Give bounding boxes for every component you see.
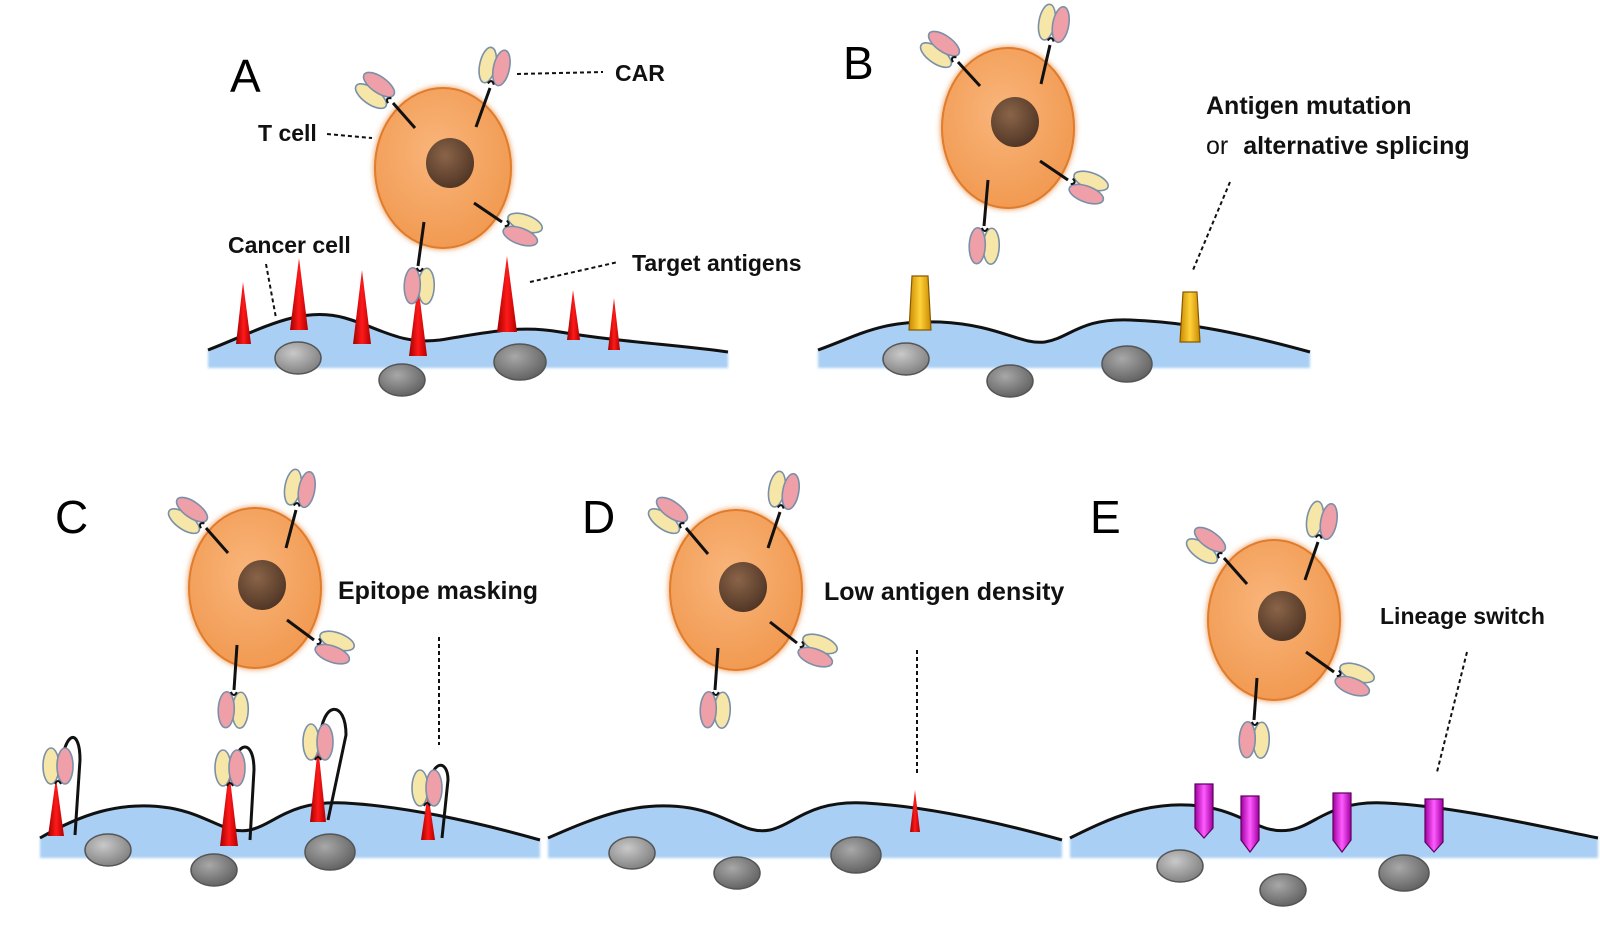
panel-e: E Lineage switch: [1069, 491, 1599, 907]
cancer-nucleus: [274, 341, 322, 375]
cancer-nucleus: [1156, 849, 1204, 883]
car-receptor-icon: [216, 690, 250, 730]
car-receptor-icon: [350, 66, 400, 114]
car-receptor-icon: [1331, 658, 1378, 701]
car-receptor-icon: [915, 25, 965, 73]
t-cell-icon: [1181, 499, 1378, 760]
cancer-cell-membrane: [207, 313, 729, 397]
masked-antigen: [302, 707, 348, 822]
alternative-splicing-label-line: or alternative splicing: [1206, 132, 1470, 160]
cancer-nucleus: [190, 853, 238, 887]
cancer-nucleus: [1101, 345, 1153, 383]
car-receptor-icon: [794, 629, 841, 672]
masked-antigen: [42, 736, 82, 836]
t-cell-icon: [643, 469, 841, 730]
antigen-spike-icon: [236, 282, 251, 344]
car-receptor-icon: [1065, 166, 1112, 209]
t-cell-icon: [350, 44, 546, 306]
t-cell-icon: [163, 467, 358, 730]
or-word: or: [1206, 132, 1228, 160]
mutated-antigen-icon: [908, 275, 932, 331]
lineage-antigen-icon: [1194, 783, 1214, 839]
cancer-nucleus: [882, 342, 930, 376]
car-label: CAR: [615, 60, 665, 86]
car-receptor-icon: [499, 208, 546, 251]
panel-c-letter: C: [55, 491, 88, 543]
cancer-nucleus: [378, 363, 426, 397]
mutated-antigen-icon: [1179, 291, 1201, 343]
antigen-mutation-label: Antigen mutation: [1206, 92, 1412, 120]
panel-e-letter: E: [1090, 491, 1121, 543]
t-cell-nucleus: [1258, 591, 1306, 641]
lineage-switch-label: Lineage switch: [1380, 603, 1545, 629]
t-cell-nucleus: [426, 138, 474, 188]
cancer-nucleus: [608, 836, 656, 870]
cancer-cell-membrane: [547, 801, 1063, 890]
car-receptor-icon: [764, 469, 803, 512]
masked-antigen: [411, 763, 450, 840]
antigen-spike-icon: [910, 790, 920, 832]
cancer-cell-membrane: [817, 318, 1311, 398]
panel-b-letter: B: [843, 37, 874, 89]
antigen-spike-icon: [567, 290, 580, 340]
t-cell-icon: [915, 2, 1112, 266]
cancer-nucleus: [1378, 854, 1430, 892]
car-receptor-icon: [475, 44, 514, 89]
lineage-antigen-icon: [1424, 798, 1444, 853]
t-cell-nucleus: [719, 562, 767, 612]
cancer-cell-label: Cancer cell: [228, 232, 351, 258]
target-antigens-label: Target antigens: [632, 250, 802, 276]
cancer-cell-membrane: [39, 801, 541, 887]
t-cell-nucleus: [238, 560, 286, 610]
lineage-antigen-icon: [1240, 795, 1260, 853]
car-receptor-icon: [280, 467, 319, 510]
panel-d: D Low antigen density: [547, 469, 1064, 890]
car-receptor-icon: [643, 491, 693, 539]
antigen-spike-icon: [608, 298, 620, 350]
car-receptor-icon: [1237, 720, 1271, 760]
antigen-spike-icon: [353, 270, 371, 344]
t-cell-label: T cell: [258, 120, 317, 146]
cancer-nucleus: [493, 343, 547, 381]
antigen-spike-icon: [290, 258, 308, 330]
t-cell-nucleus: [991, 97, 1039, 147]
low-antigen-density-label: Low antigen density: [824, 578, 1064, 606]
cancer-nucleus: [713, 856, 761, 890]
cancer-nucleus: [830, 836, 882, 874]
alternative-splicing-label: alternative splicing: [1243, 132, 1469, 160]
car-receptor-icon: [163, 491, 213, 539]
antigen-spike-icon: [409, 284, 427, 356]
cancer-nucleus: [986, 364, 1034, 398]
target-antigens: [236, 256, 620, 356]
panel-c: C: [39, 467, 541, 887]
panel-b: B Antigen mutation or alternat: [817, 2, 1470, 398]
car-receptor-icon: [311, 626, 358, 669]
cancer-nucleus: [84, 833, 132, 867]
antigen-spike-icon: [497, 256, 517, 332]
car-receptor-icon: [967, 226, 1001, 266]
panel-d-letter: D: [582, 491, 615, 543]
epitope-masking-label: Epitope masking: [338, 577, 538, 605]
car-receptor-icon: [1302, 499, 1341, 542]
car-receptor-icon: [1034, 2, 1073, 45]
panel-a-letter: A: [230, 50, 261, 102]
cancer-nucleus: [1259, 873, 1307, 907]
masked-antigen: [214, 745, 256, 846]
panel-a: A: [207, 44, 802, 397]
cancer-nucleus: [304, 833, 356, 871]
car-receptor-icon: [1181, 521, 1231, 569]
lineage-antigen-icon: [1332, 792, 1352, 853]
car-receptor-icon: [698, 690, 732, 730]
